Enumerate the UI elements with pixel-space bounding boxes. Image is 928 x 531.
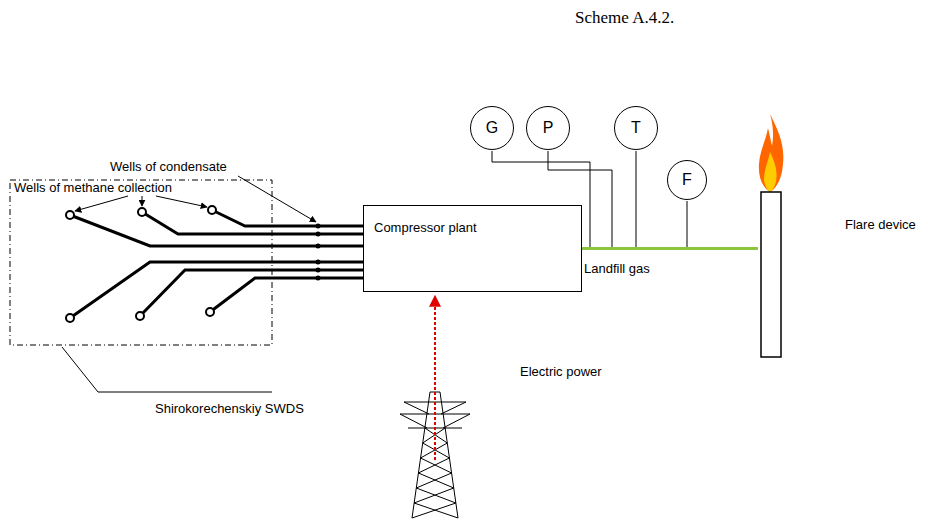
instrument-circle: F: [667, 160, 707, 200]
instrument-circle: G: [470, 106, 514, 150]
flare-device: Flare device: [758, 112, 926, 358]
wells: [66, 206, 216, 322]
instrument-circle: P: [526, 106, 570, 150]
gas-pipes: [70, 210, 363, 318]
condensate-wells: [316, 224, 321, 281]
flare-drawing: [758, 112, 788, 358]
instrument-letter: F: [682, 171, 692, 189]
instrument-circle: T: [614, 106, 658, 150]
node-text: Flare device: [845, 217, 916, 232]
instrument-letter: T: [631, 119, 641, 137]
node-text: Compressor plant: [364, 206, 581, 235]
process-box: Compressor plant: [363, 205, 582, 292]
instrument-letter: P: [543, 119, 554, 137]
annotation-label: Wells of condensate: [110, 159, 227, 175]
instrument-letter: G: [486, 119, 498, 137]
region-leader: [62, 347, 272, 392]
diagram-title: Scheme A.4.2.: [575, 10, 674, 26]
power-supply-line: [434, 296, 436, 460]
annotation-label: Shirokorechenskiy SWDS: [155, 401, 304, 417]
annotation-label: Electric power: [520, 364, 602, 380]
annotation-label: Wells of methane collection: [14, 180, 172, 196]
connector-label: Landfill gas: [584, 261, 650, 277]
gas-connector: [582, 248, 758, 249]
